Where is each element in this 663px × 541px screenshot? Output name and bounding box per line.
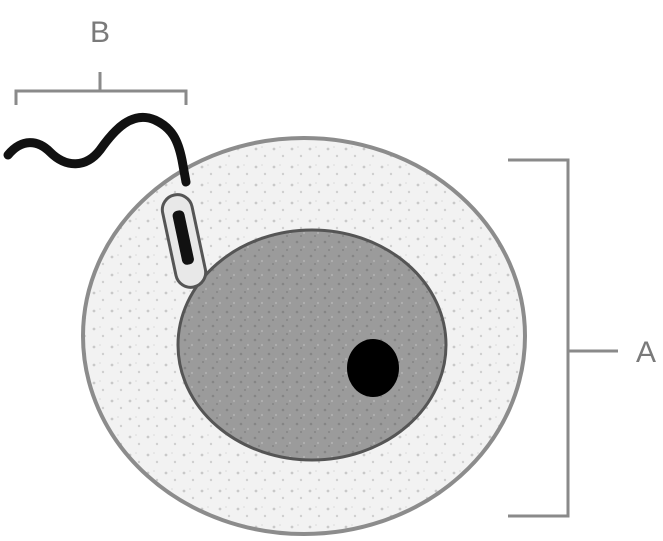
inner-body xyxy=(178,230,446,460)
wavy-tail xyxy=(8,117,186,182)
label-b: B xyxy=(90,16,110,49)
bracket-b xyxy=(16,72,186,105)
label-a: A xyxy=(636,336,656,369)
dark-spot xyxy=(347,339,399,397)
